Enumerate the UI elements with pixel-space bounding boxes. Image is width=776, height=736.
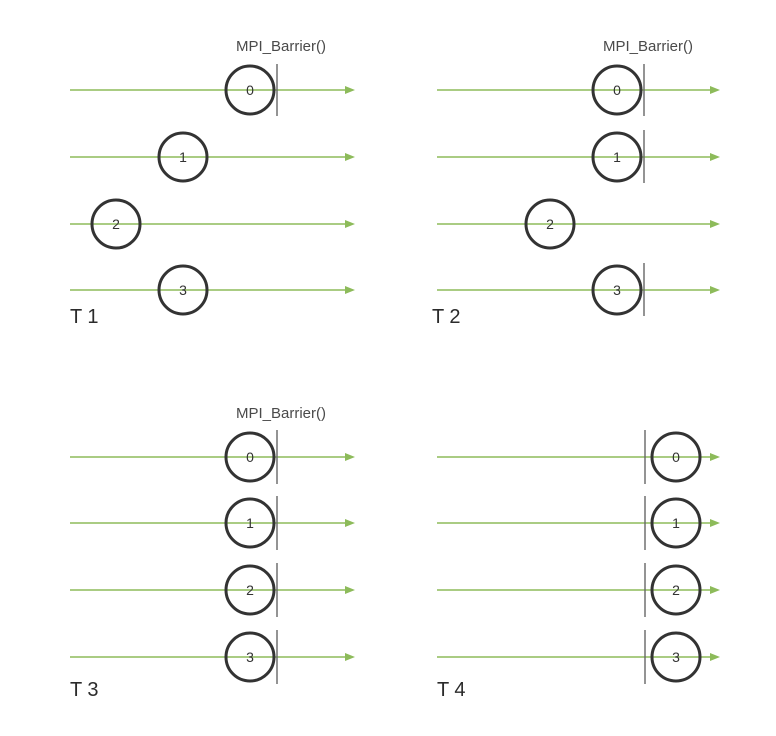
panel-4: 0 1 2 3 T 4 (437, 430, 720, 701)
barrier-label: MPI_Barrier() (236, 38, 326, 55)
process-rank-label: 2 (672, 582, 680, 598)
timeline-arrow-0 (345, 453, 355, 461)
timeline-arrow-2 (710, 586, 720, 594)
panel-label: T 4 (437, 679, 466, 701)
process-rank-label: 1 (613, 149, 621, 165)
timeline-arrow-1 (345, 519, 355, 527)
process-rank-label: 1 (672, 515, 680, 531)
process-circle-0 (591, 64, 643, 116)
process-circle-0 (224, 64, 276, 116)
timeline-arrow-2 (345, 586, 355, 594)
process-rank-label: 0 (246, 449, 254, 465)
process-circle-0 (650, 431, 702, 483)
timeline-arrow-1 (710, 153, 720, 161)
timeline-arrow-0 (345, 86, 355, 94)
process-rank-label: 3 (672, 649, 680, 665)
process-rank-label: 0 (672, 449, 680, 465)
process-circle-2 (224, 564, 276, 616)
timeline-arrow-3 (345, 286, 355, 294)
process-rank-label: 2 (112, 216, 120, 232)
process-rank-label: 1 (246, 515, 254, 531)
process-rank-label: 1 (179, 149, 187, 165)
process-rank-label: 0 (246, 82, 254, 98)
process-circle-1 (224, 497, 276, 549)
panel-label: T 2 (432, 306, 461, 328)
barrier-label: MPI_Barrier() (236, 405, 326, 422)
process-circle-1 (591, 131, 643, 183)
process-rank-label: 0 (613, 82, 621, 98)
process-circle-3 (650, 631, 702, 683)
process-rank-label: 3 (613, 282, 621, 298)
process-rank-label: 2 (246, 582, 254, 598)
panel-1: 0 1 2 3 MPI_Barrier() T 1 (70, 38, 355, 328)
panel-label: T 1 (70, 306, 99, 328)
panel-3: 0 1 2 3 MPI_Barrier() T 3 (70, 405, 355, 701)
process-circle-2 (524, 198, 576, 250)
process-rank-label: 2 (546, 216, 554, 232)
process-circle-0 (224, 431, 276, 483)
timeline-arrow-2 (345, 220, 355, 228)
barrier-label: MPI_Barrier() (603, 38, 693, 55)
timeline-arrow-2 (710, 220, 720, 228)
timeline-arrow-1 (710, 519, 720, 527)
timeline-arrow-3 (345, 653, 355, 661)
timeline-arrow-1 (345, 153, 355, 161)
timeline-arrow-3 (710, 653, 720, 661)
timeline-arrow-0 (710, 86, 720, 94)
process-circle-3 (591, 264, 643, 316)
process-rank-label: 3 (246, 649, 254, 665)
timeline-arrow-0 (710, 453, 720, 461)
process-circle-3 (157, 264, 209, 316)
panel-2: 0 1 2 3 MPI_Barrier() T 2 (432, 38, 720, 328)
process-circle-1 (650, 497, 702, 549)
process-circle-1 (157, 131, 209, 183)
timeline-arrow-3 (710, 286, 720, 294)
panel-label: T 3 (70, 679, 99, 701)
process-circle-3 (224, 631, 276, 683)
process-circle-2 (90, 198, 142, 250)
process-circle-2 (650, 564, 702, 616)
process-rank-label: 3 (179, 282, 187, 298)
